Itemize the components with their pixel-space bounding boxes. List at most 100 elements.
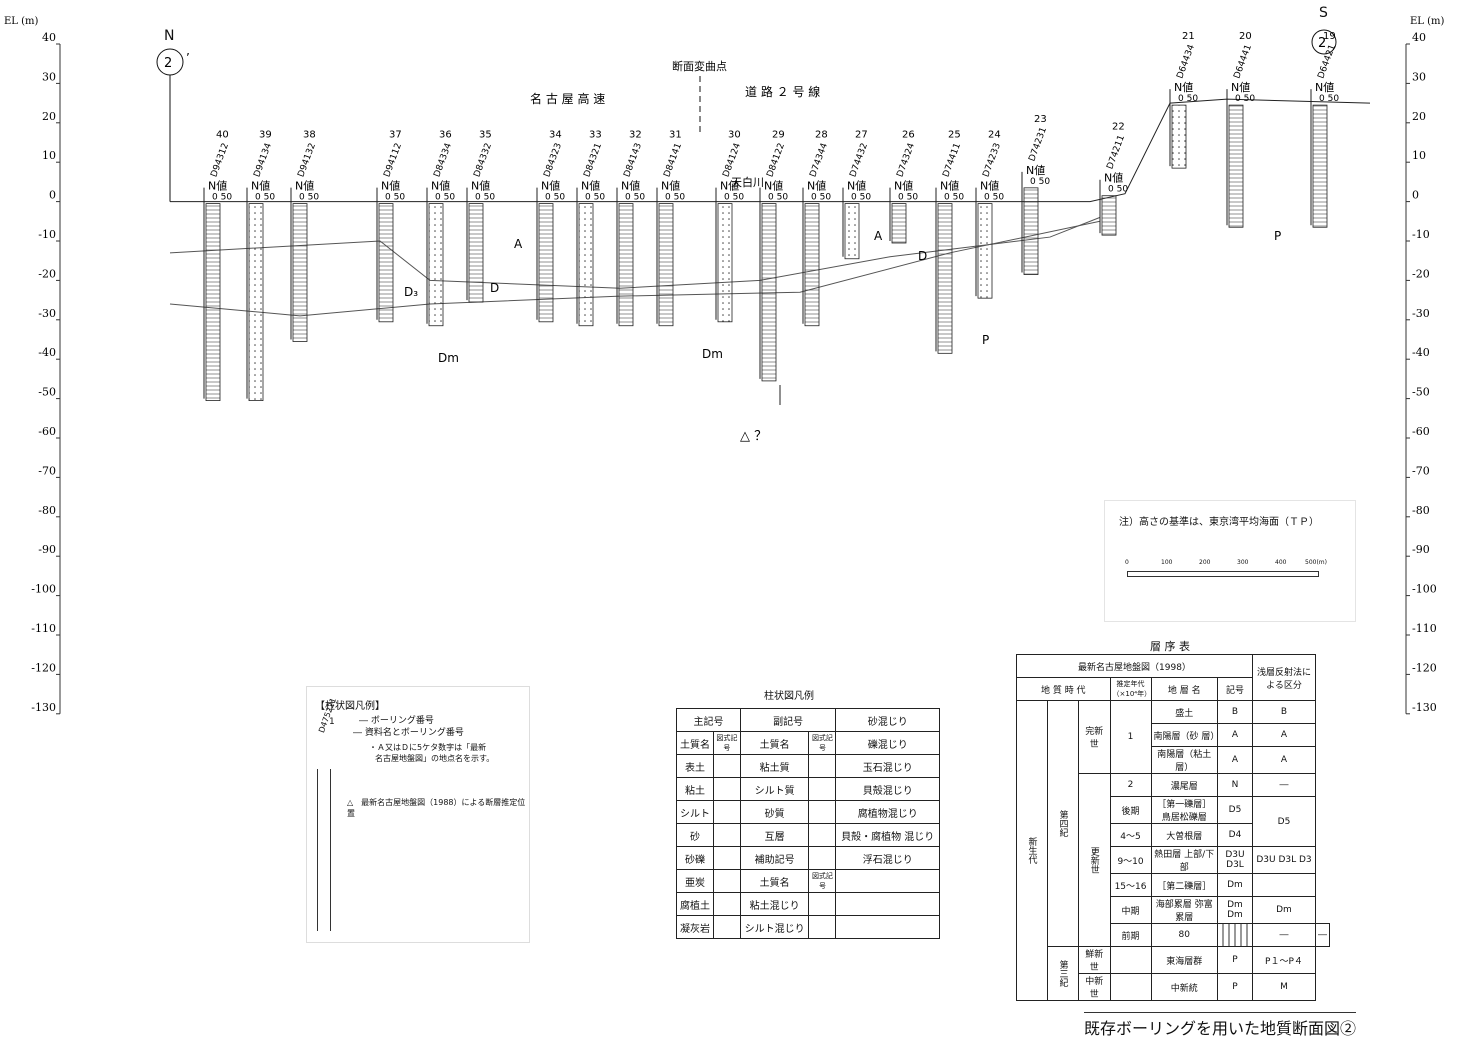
n-value-label: N値 bbox=[381, 180, 400, 193]
n-value-label: N値 bbox=[661, 180, 680, 193]
tick-label: -90 bbox=[1412, 543, 1430, 556]
tick-label: -30 bbox=[1412, 307, 1430, 320]
road-name-right: 道 路 ２ 号 線 bbox=[745, 84, 820, 99]
legend-cell: 砂礫 bbox=[676, 846, 714, 870]
layer-a-right: A bbox=[874, 229, 883, 243]
legend-cell: 腐植物混じり bbox=[835, 800, 940, 824]
borehole-number: 39 bbox=[259, 130, 272, 141]
borehole-number: 22 bbox=[1112, 122, 1125, 133]
south-letter: S bbox=[1319, 5, 1328, 21]
layer-name: 海部累層 弥富累層 bbox=[1150, 896, 1218, 924]
strat-h-name: 地 層 名 bbox=[1150, 677, 1218, 701]
layer-sym: A bbox=[1216, 723, 1253, 747]
legend-row: 表土粘土質玉石混じり bbox=[676, 754, 940, 778]
road-name-left: 名 古 屋 高 速 bbox=[530, 91, 605, 106]
note-box: 注）高さの基準は、東京湾平均海面（ＴＰ） 0 100 200 300 400 5… bbox=[1104, 500, 1356, 622]
legend-cell: 砂 bbox=[676, 823, 714, 847]
layer-sym: B bbox=[1216, 700, 1253, 724]
legend-cell bbox=[808, 915, 837, 939]
years-3: 4～5 bbox=[1109, 823, 1152, 847]
borehole-id: D94112 bbox=[382, 142, 404, 179]
layer-name: 南陽層（粘土層） bbox=[1150, 746, 1218, 774]
layer-name: 南陽層（砂 層） bbox=[1150, 723, 1219, 747]
legend-cell bbox=[808, 800, 837, 824]
borehole-number: 24 bbox=[988, 130, 1001, 141]
layer-sh: M bbox=[1251, 973, 1316, 1001]
layer-name: ［第一礫層］鳥居松礫層 bbox=[1150, 796, 1218, 824]
boundary-a bbox=[169, 216, 1101, 289]
borehole-column bbox=[717, 203, 733, 323]
drawing-title: 既存ボーリングを用いた地質断面図② bbox=[1084, 1012, 1357, 1039]
north-mark-number: 2 bbox=[164, 56, 172, 71]
borehole-number: 31 bbox=[669, 130, 682, 141]
borehole-id: D74324 bbox=[895, 142, 917, 179]
borehole-column bbox=[1023, 187, 1039, 275]
strat-source: 最新名古屋地盤図（1998） bbox=[1016, 654, 1253, 678]
borehole-id: D64441 bbox=[1232, 43, 1254, 80]
legend-cell bbox=[712, 892, 741, 916]
scale-100: 100 bbox=[1161, 559, 1173, 566]
tick-label: -60 bbox=[38, 425, 56, 438]
legend-cell bbox=[835, 869, 940, 893]
layer-name: 盛土 bbox=[1150, 700, 1218, 724]
borehole-column bbox=[428, 203, 444, 327]
n-value-scale: 0 50 bbox=[944, 193, 964, 203]
sh-d3: D3 bbox=[1298, 855, 1312, 865]
borehole-column bbox=[538, 203, 554, 323]
borehole-column bbox=[1228, 104, 1244, 228]
borehole-number: 20 bbox=[1239, 31, 1252, 42]
borehole-id: D84143 bbox=[622, 142, 644, 179]
n-value-scale: 0 50 bbox=[255, 193, 275, 203]
layer-sym: Dm Dm bbox=[1216, 896, 1253, 924]
tick-label: -20 bbox=[38, 267, 56, 280]
years-1: 1 bbox=[1109, 700, 1152, 774]
early-cell: 前期 bbox=[1109, 923, 1152, 947]
layer-sym: A bbox=[1216, 746, 1253, 774]
n-value-label: N値 bbox=[940, 180, 959, 193]
n-value-label: N値 bbox=[471, 180, 490, 193]
borehole-number: 27 bbox=[855, 130, 868, 141]
axis-label-right: EL (m) bbox=[1410, 16, 1445, 27]
layer-sym: N bbox=[1216, 773, 1253, 797]
layer-name: 中新統 bbox=[1150, 973, 1218, 1001]
n-value-label: N値 bbox=[621, 180, 640, 193]
n-value-scale: 0 50 bbox=[1108, 185, 1128, 195]
borehole-number: 34 bbox=[549, 130, 562, 141]
legend-cell: シルト混じり bbox=[739, 915, 810, 939]
tick-label: -90 bbox=[38, 543, 56, 556]
n-value-scale: 0 50 bbox=[585, 193, 605, 203]
layer-name: 濃尾層 bbox=[1150, 773, 1218, 797]
legend-cell: 砂質 bbox=[739, 800, 810, 824]
borehole-column bbox=[937, 203, 953, 354]
borehole-id: D74211 bbox=[1105, 134, 1127, 171]
tick-label: 20 bbox=[1412, 110, 1426, 123]
borehole-column bbox=[844, 203, 860, 260]
n-value-label: N値 bbox=[581, 180, 600, 193]
n-value-label: N値 bbox=[1315, 81, 1334, 94]
strat-h-sym: 記号 bbox=[1216, 677, 1253, 701]
legend-cell: 粘土質 bbox=[739, 754, 810, 778]
layer-sym: Dm bbox=[1216, 873, 1253, 897]
borehole-number: 29 bbox=[772, 130, 785, 141]
n-value-label: N値 bbox=[251, 180, 270, 193]
borehole-id: D84323 bbox=[542, 142, 564, 179]
tick-label: -20 bbox=[1412, 267, 1430, 280]
legend-row: 砂礫補助記号浮石混じり bbox=[676, 846, 940, 870]
borehole-number: 26 bbox=[902, 130, 915, 141]
tick-label: 0 bbox=[49, 189, 56, 202]
tick-label: -110 bbox=[1412, 622, 1437, 635]
n-value-scale: 0 50 bbox=[212, 193, 232, 203]
legend-cell bbox=[835, 892, 940, 916]
layer-name: 大曽根層 bbox=[1150, 823, 1218, 847]
scale-0: 0 bbox=[1125, 559, 1129, 566]
legend-cell: 浮石混じり bbox=[835, 846, 940, 870]
n-value-scale: 0 50 bbox=[435, 193, 455, 203]
borehole-number: 37 bbox=[389, 130, 402, 141]
tick-label: -40 bbox=[38, 346, 56, 359]
borehole-number: 35 bbox=[479, 130, 492, 141]
n-value-scale: 0 50 bbox=[385, 193, 405, 203]
tertiary-cell: 第三紀 bbox=[1047, 946, 1079, 1001]
layer-name: ［第二礫層］ bbox=[1150, 873, 1218, 897]
legend-row: 亜炭土質名図式記号 bbox=[676, 869, 940, 893]
